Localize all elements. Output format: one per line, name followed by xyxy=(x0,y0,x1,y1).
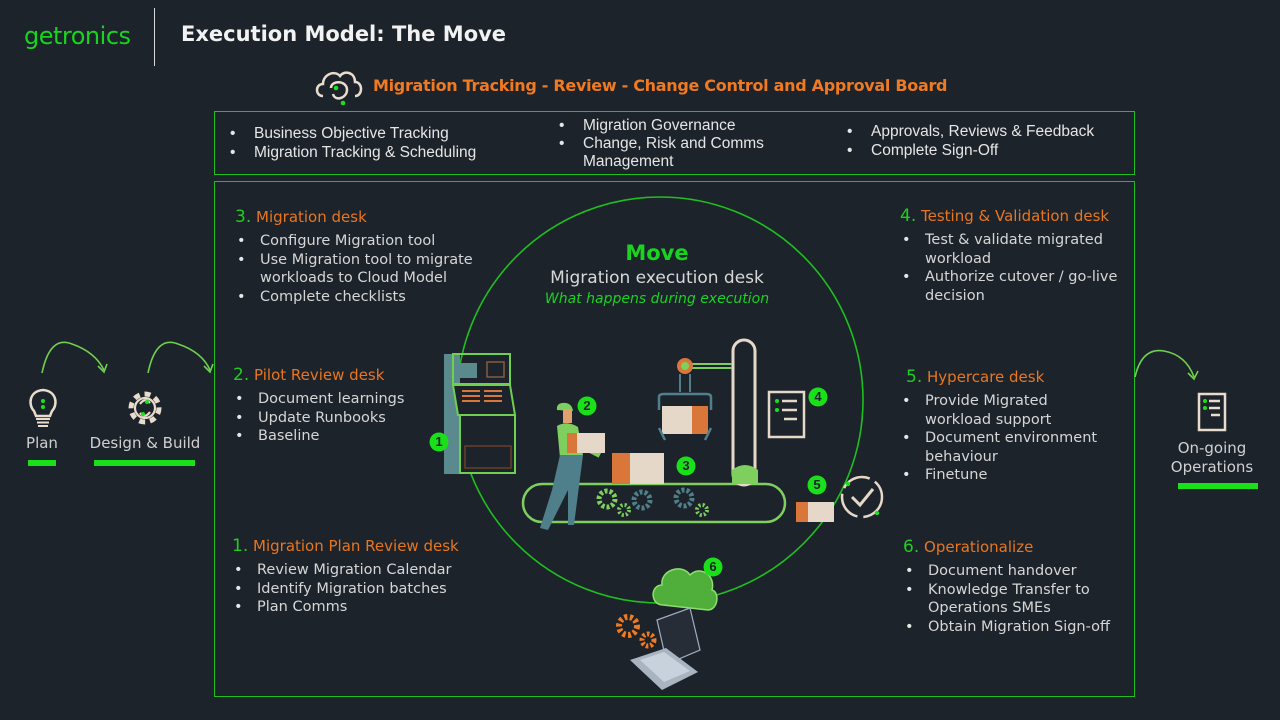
desk-title: Hypercare desk xyxy=(927,368,1045,386)
governance-column-3: Approvals, Reviews & Feedback Complete S… xyxy=(845,122,1094,160)
governance-box xyxy=(214,111,1135,175)
document-icon xyxy=(1197,392,1227,432)
marker-4: 4 xyxy=(808,387,828,412)
marker-number: 5 xyxy=(813,477,821,492)
phase-operations-bar xyxy=(1178,483,1258,489)
desk-item: Use Migration tool to migrate workloads … xyxy=(235,251,485,288)
board-title: Migration Tracking - Review - Change Con… xyxy=(373,76,948,95)
desk-number: 1. xyxy=(232,536,249,556)
marker-number: 1 xyxy=(435,434,443,449)
desk-item: Finetune xyxy=(900,466,1115,485)
desk-number: 4. xyxy=(900,206,917,226)
marker-number: 6 xyxy=(709,559,717,574)
marker-number: 4 xyxy=(814,389,822,404)
marker-2: 2 xyxy=(577,396,597,421)
desk-item: Document learnings xyxy=(233,390,404,409)
flow-arrow-right xyxy=(1134,349,1199,381)
desk-heading: 6. Operationalize xyxy=(903,537,1128,557)
desk-number: 2. xyxy=(233,365,250,385)
header-divider xyxy=(154,8,155,66)
move-subtitle: Migration execution desk xyxy=(550,268,764,288)
move-title: Move xyxy=(625,241,689,265)
execution-box xyxy=(214,181,1135,697)
page-title: Execution Model: The Move xyxy=(181,22,507,46)
desk-item: Document environment behaviour xyxy=(900,429,1115,466)
governance-item: Complete Sign-Off xyxy=(845,141,1094,160)
desk-item: Complete checklists xyxy=(235,288,485,307)
governance-item: Change, Risk and Comms Management xyxy=(557,135,807,171)
desk-2-pilot-review: 2. Pilot Review desk Document learnings … xyxy=(233,365,404,446)
marker-circle xyxy=(676,456,696,476)
marker-circle xyxy=(577,396,597,416)
desk-item: Knowledge Transfer to Operations SMEs xyxy=(903,581,1128,618)
desk-item: Test & validate migrated workload xyxy=(900,231,1128,268)
desk-number: 6. xyxy=(903,537,920,557)
flow-arrows-left xyxy=(41,341,214,374)
gear-icon xyxy=(128,391,162,425)
desk-item: Update Runbooks xyxy=(233,409,404,428)
desk-1-plan-review: 1. Migration Plan Review desk Review Mig… xyxy=(232,536,459,617)
desk-title: Migration Plan Review desk xyxy=(253,537,459,555)
desk-title: Operationalize xyxy=(924,538,1034,556)
marker-circle xyxy=(807,475,827,495)
marker-circle xyxy=(703,557,723,577)
desk-item: Obtain Migration Sign-off xyxy=(903,618,1128,637)
move-tagline: What happens during execution xyxy=(544,291,770,307)
marker-circle xyxy=(808,387,828,407)
phase-design-build-label: Design & Build xyxy=(89,434,201,452)
desk-heading: 4. Testing & Validation desk xyxy=(900,206,1128,226)
desk-item: Configure Migration tool xyxy=(235,232,485,251)
governance-item: Migration Governance xyxy=(557,116,807,135)
desk-number: 5. xyxy=(906,367,923,387)
marker-1: 1 xyxy=(429,432,449,457)
phase-plan-bar xyxy=(28,460,56,466)
governance-item: Migration Tracking & Scheduling xyxy=(228,143,476,162)
marker-5: 5 xyxy=(807,475,827,500)
desk-heading: 5. Hypercare desk xyxy=(906,367,1115,387)
desk-title: Pilot Review desk xyxy=(254,366,385,384)
desk-item: Plan Comms xyxy=(232,598,459,617)
desk-title: Testing & Validation desk xyxy=(921,207,1110,225)
desk-3-migration: 3. Migration desk Configure Migration to… xyxy=(235,207,485,306)
marker-circle xyxy=(429,432,449,452)
desk-4-testing-validation: 4. Testing & Validation desk Test & vali… xyxy=(900,206,1128,305)
marker-number: 3 xyxy=(682,458,690,473)
lightbulb-icon xyxy=(29,388,57,427)
marker-3: 3 xyxy=(676,456,696,481)
desk-6-operationalize: 6. Operationalize Document handover Know… xyxy=(903,537,1128,636)
desk-item: Review Migration Calendar xyxy=(232,561,459,580)
governance-column-1: Business Objective Tracking Migration Tr… xyxy=(228,124,476,162)
desk-title: Migration desk xyxy=(256,208,367,226)
desk-heading: 3. Migration desk xyxy=(235,207,485,227)
desk-heading: 1. Migration Plan Review desk xyxy=(232,536,459,556)
cloud-icon xyxy=(315,71,363,106)
marker-number: 2 xyxy=(583,398,591,413)
desk-5-hypercare: 5. Hypercare desk Provide Migrated workl… xyxy=(902,367,1115,485)
governance-column-2: Migration Governance Change, Risk and Co… xyxy=(557,116,807,171)
desk-item: Identify Migration batches xyxy=(232,580,459,599)
phase-operations-label: On-going Operations xyxy=(1170,439,1254,476)
desk-item: Document handover xyxy=(903,562,1128,581)
phase-plan-label: Plan xyxy=(26,434,58,452)
desk-heading: 2. Pilot Review desk xyxy=(233,365,404,385)
phase-design-build-bar xyxy=(94,460,195,466)
getronics-logo: getronics xyxy=(24,22,131,50)
desk-number: 3. xyxy=(235,207,252,227)
governance-item: Approvals, Reviews & Feedback xyxy=(845,122,1094,141)
desk-item: Baseline xyxy=(233,427,404,446)
marker-6: 6 xyxy=(703,557,723,582)
desk-item: Authorize cutover / go-live decision xyxy=(900,268,1128,305)
desk-item: Provide Migrated workload support xyxy=(900,392,1115,429)
governance-item: Business Objective Tracking xyxy=(228,124,476,143)
